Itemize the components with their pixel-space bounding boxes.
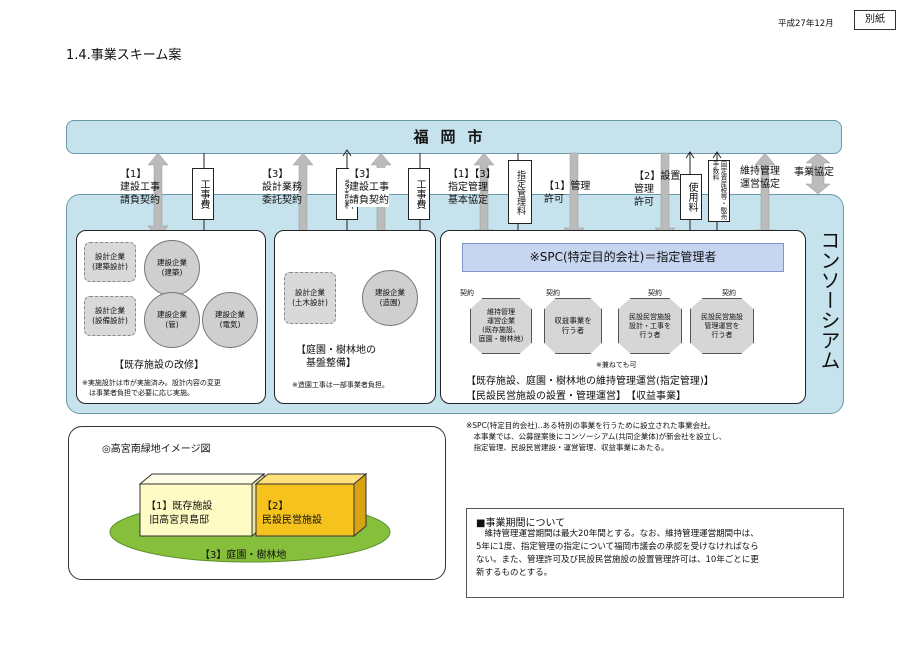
caption-garden-infrastructure: 【庭園・樹林地の 基盤整備】 (296, 345, 376, 369)
caption-existing-renovation: 【既存施設の改修】 (114, 360, 204, 371)
box-designated-management-fee: 指定管理料 (508, 160, 532, 224)
contract-label-2: 契約 (546, 289, 560, 297)
note-implementation-design: ※実施設計は市が実施済み。設計内容の変更 は事業者負担で必要に応じ実施。 (82, 379, 221, 397)
label-business-agreement: 事業協定 (794, 167, 834, 178)
business-period-box (466, 508, 844, 598)
box-construction-fee-1: 工事費 (192, 168, 214, 220)
contract-label-1: 契約 (460, 289, 474, 297)
consortium-label: コンソーシアム (817, 230, 841, 370)
design-firm-equipment: 設計企業 (設備設計) (84, 296, 136, 336)
spc-definition-note: ※SPC(特定目的会社)‥ある特別の事業を行うために設立された事業会社。 本事業… (466, 421, 727, 452)
period-body: 維持管理運営期間は最大20年間とする。なお、維持管理運営期間中は、 5年に1度、… (476, 529, 759, 578)
construction-firm-piping: 建設企業 (管) (144, 292, 200, 348)
map-garden-label: 【3】庭園・樹林地 (200, 550, 287, 561)
label-construction-contract-3: 【3】 建設工事 請負契約 (349, 168, 389, 207)
private-facility-constructor: 民設民営施設 設計・工事を 行う者 (618, 298, 682, 354)
contract-label-4: 契約 (722, 289, 736, 297)
construction-firm-building: 建設企業 (建築) (144, 240, 200, 296)
label-designated-management-agreement: 【1】【3】 指定管理 基本協定 (448, 169, 496, 206)
page-title: 1.4.事業スキーム案 (66, 48, 182, 63)
map-title: ◎高宮南緑地イメージ図 (102, 444, 211, 455)
map-private-facility: 【2】 民設民営施設 (262, 501, 322, 526)
note-landscape-work: ※造園工事は一部事業者負担。 (292, 381, 389, 389)
revenue-business-operator: 収益事業を 行う者 (544, 298, 602, 354)
construction-firm-landscape: 建設企業 (造園) (362, 270, 418, 326)
double-arrow-9 (805, 152, 831, 195)
period-title: ■事業期間について (476, 518, 566, 529)
construction-firm-electric: 建設企業 (電気) (202, 292, 258, 348)
map-existing-facility: 【1】既存施設 旧高宮貝島邸 (146, 501, 213, 526)
design-firm-civil: 設計企業 (土木設計) (284, 272, 336, 324)
label-maintenance-agreement: 維持管理 運営協定 (740, 166, 780, 190)
box-usage-fee: 使用料 (680, 174, 702, 220)
design-firm-architecture: 設計企業 (建築設計) (84, 242, 136, 282)
label-design-contract: 【3】 設計業務 委託契約 (262, 169, 302, 206)
maintenance-operator: 維持管理 運営企業 (既存施設、 庭園・樹林地) (470, 298, 532, 354)
spc-designated-manager: ※SPC(特定目的会社)＝指定管理者 (462, 243, 784, 272)
caption-maintenance: 【既存施設、庭園・樹林地の維持管理運営(指定管理)】 (466, 376, 714, 387)
label-management-permit: 【1】管理 許可 (544, 181, 591, 205)
box-property-tax: 固定資産税等・販売手数料 (708, 160, 730, 222)
fukuoka-city-bar: 福岡市 (66, 120, 842, 154)
attachment-badge: 別紙 (854, 10, 896, 30)
label-construction-contract-1: 【1】 建設工事 請負契約 (120, 169, 160, 206)
caption-private-facilities: 【民設民営施設の設置・管理運営】 【収益事業】 (466, 391, 686, 402)
contract-label-3: 契約 (648, 289, 662, 297)
document-date: 平成27年12月 (778, 19, 834, 29)
label-installation-permit: 【2】設置 管理 許可 (634, 171, 681, 208)
note-concurrent: ※兼ねても可 (596, 360, 637, 370)
map-illustration (109, 472, 391, 563)
private-facility-manager: 民設民営施設 管理運営を 行う者 (690, 298, 754, 354)
box-construction-fee-3: 工事費 (408, 168, 430, 220)
